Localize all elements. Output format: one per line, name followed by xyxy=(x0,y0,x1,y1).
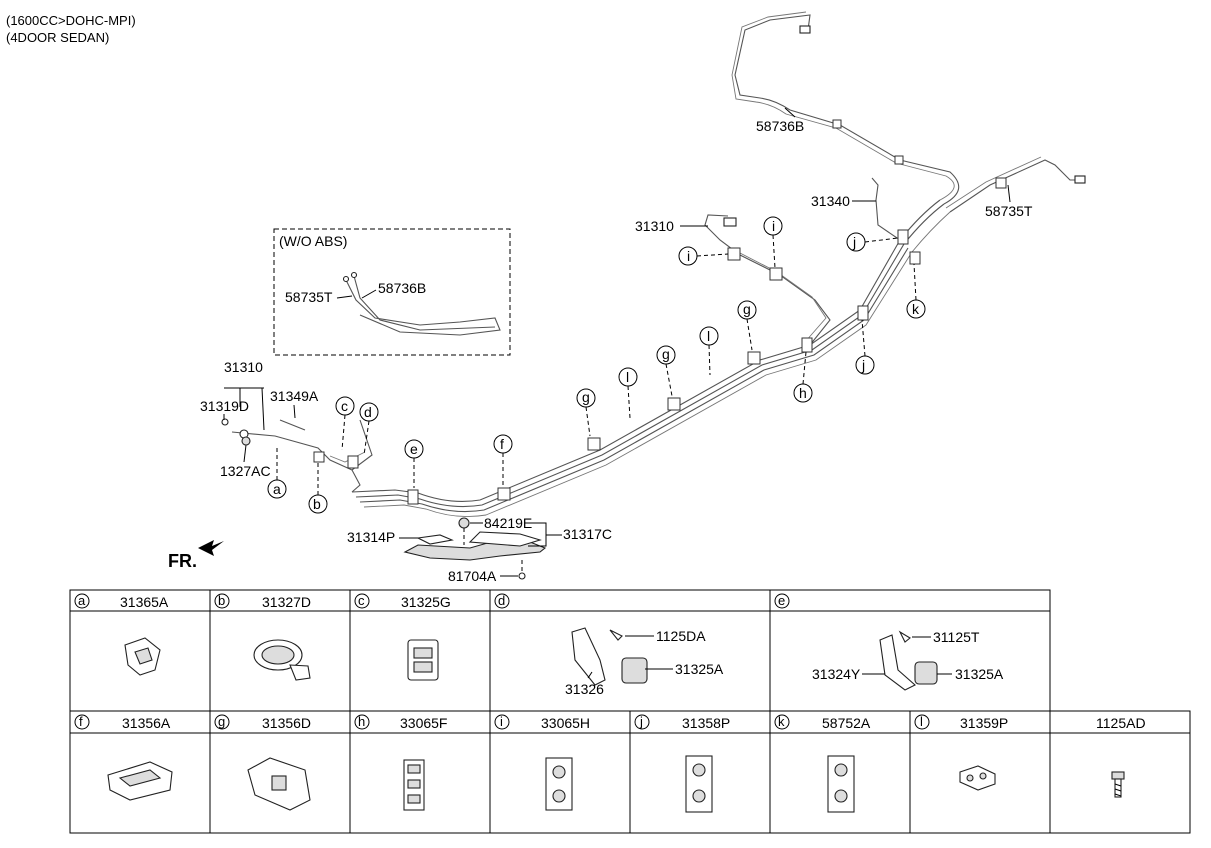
engine-spec-label: (1600CC>DOHC-MPI) xyxy=(6,13,136,28)
cell-b-part: 31327D xyxy=(262,594,311,610)
cell-j-part: 31358P xyxy=(682,715,730,731)
e-sub-31325A: 31325A xyxy=(955,666,1004,682)
cell-f-part: 31356A xyxy=(122,715,171,731)
indicator-l1: l xyxy=(626,369,629,385)
cell-k-letter: k xyxy=(778,714,785,729)
front-direction-marker: FR. xyxy=(168,540,224,571)
cell-a-part: 31365A xyxy=(120,594,169,610)
cell-k-part: 58752A xyxy=(822,715,871,731)
cell-g-part: 31356D xyxy=(262,715,311,731)
indicator-j1: j xyxy=(852,234,856,250)
inset-label-58735T: 58735T xyxy=(285,289,333,305)
indicator-i1: i xyxy=(687,248,690,264)
label-58735T: 58735T xyxy=(985,203,1033,219)
inset-label-58736B: 58736B xyxy=(378,280,426,296)
clip-33065H-icon xyxy=(545,757,573,811)
cell-1125AD-part: 1125AD xyxy=(1096,715,1146,731)
cell-d-letter: d xyxy=(498,593,505,608)
label-58736B: 58736B xyxy=(756,118,804,134)
label-31314P: 31314P xyxy=(347,529,395,545)
cell-e-letter: e xyxy=(778,593,785,608)
front-label: FR. xyxy=(168,551,197,571)
clip-31356D-icon xyxy=(247,757,311,811)
clip-31359P-icon xyxy=(959,765,996,791)
callouts: 58736B 58735T 31340 31310 31310 31319D 3… xyxy=(200,107,1033,584)
clip-31356A-icon xyxy=(107,761,173,801)
clip-58752A-icon xyxy=(827,755,855,813)
bracket-d-icon: 1125DA 31325A 31326 xyxy=(565,627,724,697)
indicator-g1: g xyxy=(582,389,590,405)
d-sub-31325A: 31325A xyxy=(675,661,724,677)
label-31349A: 31349A xyxy=(270,388,319,404)
indicator-e: e xyxy=(410,441,418,457)
cell-i-part: 33065H xyxy=(541,715,590,731)
d-sub-1125DA: 1125DA xyxy=(656,628,706,644)
indicator-d: d xyxy=(364,404,372,420)
cell-b-letter: b xyxy=(218,593,225,608)
front-arrow-icon xyxy=(198,540,224,556)
clip-31325G-icon xyxy=(407,639,439,681)
cell-l-letter: l xyxy=(920,714,923,729)
indicator-h: h xyxy=(799,385,807,401)
indicator-l2: l xyxy=(707,328,710,344)
clip-31365A-icon xyxy=(124,637,161,676)
cell-a-letter: a xyxy=(78,593,86,608)
cell-g-letter: g xyxy=(218,714,225,729)
bolt-1125AD-icon xyxy=(1111,771,1125,798)
cell-h-letter: h xyxy=(358,714,365,729)
indicator-j2: j xyxy=(861,357,865,373)
main-brake-pipes xyxy=(221,11,1086,517)
cell-j-letter: j xyxy=(639,714,643,729)
indicator-c: c xyxy=(341,398,348,414)
label-31340: 31340 xyxy=(811,193,850,209)
clip-31358P-icon xyxy=(685,755,713,813)
label-84219E: 84219E xyxy=(484,515,532,531)
indicator-k: k xyxy=(912,301,920,317)
clamp-31327D-icon xyxy=(253,639,311,681)
label-81704A: 81704A xyxy=(448,568,497,584)
d-sub-31326: 31326 xyxy=(565,681,604,697)
label-31319D: 31319D xyxy=(200,398,249,414)
wo-abs-inset: (W/O ABS) 58735T 58736B xyxy=(273,228,511,356)
label-1327AC: 1327AC xyxy=(220,463,271,479)
indicator-i2: i xyxy=(772,218,775,234)
indicator-g2: g xyxy=(662,346,670,362)
cell-f-letter: f xyxy=(79,714,83,729)
label-31317C: 31317C xyxy=(563,526,612,542)
indicator-a: a xyxy=(273,481,281,497)
cell-c-part: 31325G xyxy=(401,594,451,610)
parts-table: a 31365A b 31327D c 31325G d e xyxy=(69,589,1191,834)
cell-l-part: 31359P xyxy=(960,715,1008,731)
inset-title: (W/O ABS) xyxy=(279,233,347,249)
body-spec-label: (4DOOR SEDAN) xyxy=(6,30,109,45)
letter-indicators: a b c d e f g l g l g h i i j j k xyxy=(267,216,926,514)
clip-33065F-icon xyxy=(403,759,425,811)
cell-h-part: 33065F xyxy=(400,715,447,731)
e-sub-31125T: 31125T xyxy=(933,629,980,645)
indicator-b: b xyxy=(313,496,321,512)
label-31310-right: 31310 xyxy=(635,218,674,234)
indicator-f: f xyxy=(500,436,504,452)
cell-c-letter: c xyxy=(358,593,365,608)
bracket-e-icon: 31125T 31324Y 31325A xyxy=(812,629,1004,691)
e-sub-31324Y: 31324Y xyxy=(812,666,861,682)
indicator-g3: g xyxy=(743,301,751,317)
label-31310-left: 31310 xyxy=(224,359,263,375)
cell-i-letter: i xyxy=(500,714,503,729)
